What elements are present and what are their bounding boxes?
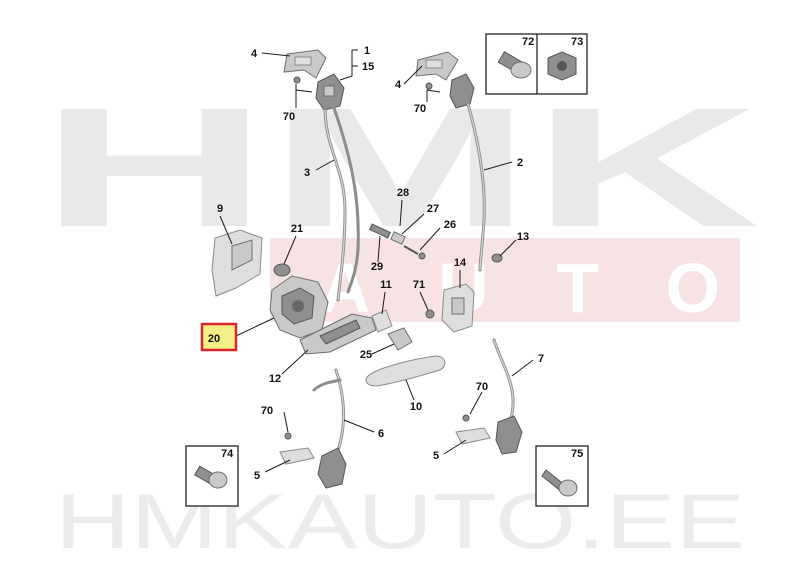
callout-4-right: 4 [395, 79, 402, 91]
callout-9: 9 [217, 203, 223, 215]
leader-lines [219, 49, 534, 473]
inset-72-73 [485, 33, 588, 95]
callout-25: 25 [360, 349, 372, 361]
callout-28: 28 [397, 187, 409, 199]
connector-25 [387, 327, 413, 351]
cable-inner [332, 106, 360, 294]
inset-label-74: 74 [221, 448, 234, 460]
callout-20-highlight[interactable]: 20 [200, 322, 238, 352]
latch-top-right [449, 73, 475, 109]
handle-bracket-left [283, 49, 327, 84]
callout-5-left: 5 [254, 470, 260, 482]
latch-lower-right [495, 415, 523, 455]
callout-70-mid-right: 70 [476, 381, 488, 393]
part-14 [441, 283, 475, 333]
watermark-band [270, 238, 740, 322]
callout-13: 13 [517, 231, 529, 243]
inset-74 [185, 445, 239, 507]
callout-10: 10 [410, 401, 422, 413]
bracket-5-left [279, 447, 315, 465]
callout-4-left: 4 [251, 48, 258, 60]
callout-70-mid-left: 70 [261, 405, 273, 417]
outer-handle-10 [365, 355, 446, 387]
inset-label-75: 75 [571, 448, 583, 460]
latch-top-left [315, 73, 345, 111]
nut-73-icon [547, 51, 577, 81]
watermark: HMK AUTO HMKAUTO.EE [40, 73, 760, 565]
lock-unit-20 [269, 275, 329, 339]
inset-label-73: 73 [571, 36, 583, 48]
callout-7: 7 [538, 353, 544, 365]
bolt-72-icon [497, 51, 532, 79]
gasket-11 [371, 309, 393, 333]
callout-5-right: 5 [433, 450, 439, 462]
bracket-5-right [455, 427, 491, 445]
callout-1: 1 [364, 45, 370, 57]
callout-21: 21 [291, 223, 303, 235]
inset-75 [535, 445, 589, 507]
callout-29: 29 [371, 261, 383, 273]
cable-7 [492, 338, 515, 424]
callout-20[interactable]: 20 [208, 333, 220, 345]
callout-2: 2 [517, 157, 523, 169]
handle-frame-12 [299, 313, 377, 355]
callout-labels: 4 1 15 70 4 70 3 2 9 28 27 21 26 13 29 1… [217, 36, 583, 482]
callout-14: 14 [454, 257, 467, 269]
callout-3: 3 [304, 167, 310, 179]
callout-15: 15 [362, 61, 374, 73]
inset-label-72: 72 [522, 36, 534, 48]
watermark-brand-bottom: HMKAUTO.EE [55, 477, 745, 565]
callout-70-top-right: 70 [414, 103, 426, 115]
callout-26: 26 [444, 219, 456, 231]
callout-71: 71 [413, 279, 425, 291]
part-21 [273, 263, 291, 277]
callout-6: 6 [378, 428, 384, 440]
callout-27: 27 [427, 203, 439, 215]
handle-bracket-right [415, 51, 459, 90]
callout-11: 11 [380, 279, 392, 291]
latch-lower-left [317, 447, 347, 489]
screw-71 [425, 309, 435, 319]
callout-70-top-left: 70 [283, 111, 295, 123]
highlight-box[interactable] [200, 322, 238, 352]
part-13 [491, 253, 503, 263]
watermark-brand-top: HMK [40, 73, 760, 263]
rod-assembly [369, 223, 426, 260]
callout-12: 12 [269, 373, 281, 385]
